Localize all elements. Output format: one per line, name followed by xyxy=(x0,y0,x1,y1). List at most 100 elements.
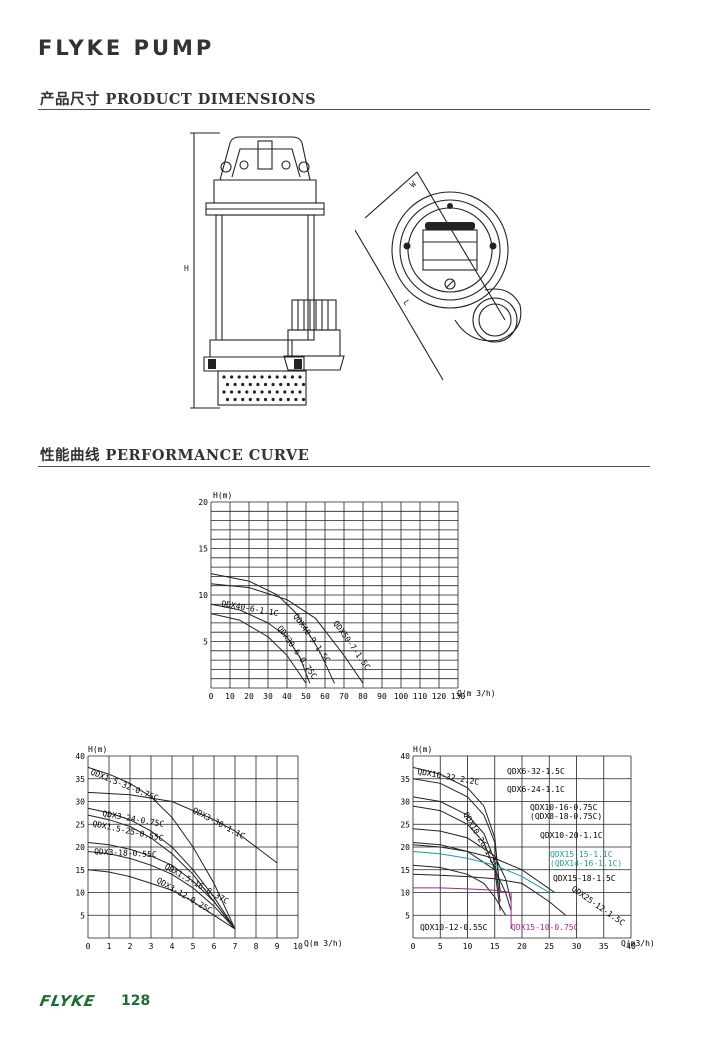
strainer-hole xyxy=(263,382,268,387)
strainer-hole xyxy=(263,397,268,402)
strainer-hole xyxy=(225,382,230,387)
x-tick-label: 9 xyxy=(275,942,280,951)
x-tick-label: 40 xyxy=(282,692,292,701)
y-tick-label: 40 xyxy=(75,752,85,761)
series-label: QDX3-18-0.55C xyxy=(94,847,157,859)
y-axis-label: H(m) xyxy=(213,491,232,500)
strainer-hole xyxy=(268,375,272,379)
series-line xyxy=(87,791,278,864)
x-tick-label: 15 xyxy=(490,942,500,951)
y-tick-label: 15 xyxy=(400,866,410,875)
x-tick-label: 1 xyxy=(107,942,112,951)
section-title-performance: 性能曲线 PERFORMANCE CURVE xyxy=(40,447,310,464)
x-tick-label: 0 xyxy=(209,692,214,701)
chart-series xyxy=(87,766,278,930)
y-tick-label: 20 xyxy=(75,843,85,852)
series-label: QDX10-16-0.75C xyxy=(530,803,598,812)
strainer-hole xyxy=(286,382,290,387)
strainer-hole xyxy=(275,375,279,379)
x-tick-label: 50 xyxy=(301,692,311,701)
strainer-hole xyxy=(275,390,279,394)
y-tick-label: 10 xyxy=(75,889,85,898)
x-tick-label: 110 xyxy=(413,692,428,701)
series-line xyxy=(87,851,236,930)
y-tick-label: 35 xyxy=(75,775,85,784)
x-tick-label: 10 xyxy=(225,692,235,701)
series-line xyxy=(87,807,236,930)
series-label: QDX15-15-1.1C xyxy=(550,850,613,859)
chart-series xyxy=(210,573,364,684)
series-line xyxy=(412,842,512,911)
strainer-hole xyxy=(268,390,272,394)
y-axis-label: H(m) xyxy=(88,745,107,754)
footer-logo: FLYKE xyxy=(38,992,97,1010)
x-tick-label: 20 xyxy=(244,692,254,701)
series-line xyxy=(210,573,335,684)
chart-grid xyxy=(412,755,632,939)
y-tick-label: 10 xyxy=(400,889,410,898)
strainer-hole xyxy=(290,375,294,379)
series-label: QDX10-32-2.2C xyxy=(417,767,480,787)
strainer-hole xyxy=(256,382,260,387)
series-line xyxy=(412,851,550,893)
series-line xyxy=(210,583,364,684)
strainer-hole xyxy=(241,397,245,402)
strainer-hole xyxy=(271,382,275,387)
y-tick-label: 20 xyxy=(198,498,208,507)
strainer-hole xyxy=(290,390,294,394)
series-line xyxy=(87,814,236,930)
strainer-hole xyxy=(298,390,302,394)
strainer-hole xyxy=(260,390,264,394)
x-tick-label: 4 xyxy=(170,942,175,951)
series-line xyxy=(412,796,501,902)
x-axis-unit: Q(m3/h) xyxy=(621,939,655,948)
series-label: (QDX14-16-1.1C) xyxy=(550,859,622,868)
series-label: QDX6-32-1.5C xyxy=(507,767,565,776)
y-tick-label: 10 xyxy=(198,591,208,600)
series-line xyxy=(87,842,236,930)
section-divider xyxy=(38,109,650,110)
strainer-hole xyxy=(283,375,287,379)
strainer-hole xyxy=(248,382,252,387)
x-tick-label: 120 xyxy=(432,692,447,701)
y-tick-label: 5 xyxy=(203,638,208,647)
x-tick-label: 90 xyxy=(377,692,387,701)
x-tick-label: 3 xyxy=(149,942,154,951)
y-axis-label: H(m) xyxy=(413,745,432,754)
series-line xyxy=(87,869,236,930)
pump-side-drawing: H xyxy=(184,132,345,409)
y-tick-label: 5 xyxy=(405,911,410,920)
x-tick-label: 20 xyxy=(517,942,527,951)
y-tick-label: 15 xyxy=(75,866,85,875)
series-line xyxy=(87,766,236,930)
strainer-hole xyxy=(230,390,234,394)
chart-grid xyxy=(210,501,459,689)
strainer-hole xyxy=(279,382,283,387)
x-axis-unit: Q(m 3/h) xyxy=(304,939,343,948)
y-tick-label: 25 xyxy=(75,820,85,829)
series-label: QDX6-24-1.1C xyxy=(507,785,565,794)
strainer-hole xyxy=(294,397,298,402)
strainer-hole xyxy=(271,397,275,402)
pump-top-drawing: W L xyxy=(355,171,522,381)
series-label: QDX50-7-1.5C xyxy=(331,619,372,672)
x-tick-label: 8 xyxy=(254,942,259,951)
x-tick-label: 10 xyxy=(463,942,473,951)
y-tick-label: 20 xyxy=(400,843,410,852)
strainer-hole xyxy=(252,375,256,379)
section-title-dimensions: 产品尺寸 PRODUCT DIMENSIONS xyxy=(40,91,317,108)
y-tick-label: 15 xyxy=(198,545,208,554)
y-tick-label: 30 xyxy=(75,798,85,807)
strainer-hole xyxy=(225,397,230,402)
series-line xyxy=(412,778,501,893)
series-label: QDX25-12-1.5C xyxy=(570,884,627,927)
dimension-label-h: H xyxy=(184,264,189,273)
section-divider xyxy=(38,466,650,467)
strainer-hole xyxy=(233,397,237,402)
strainer-hole xyxy=(298,375,302,379)
x-tick-label: 130 xyxy=(451,692,466,701)
strainer-hole xyxy=(286,397,290,402)
